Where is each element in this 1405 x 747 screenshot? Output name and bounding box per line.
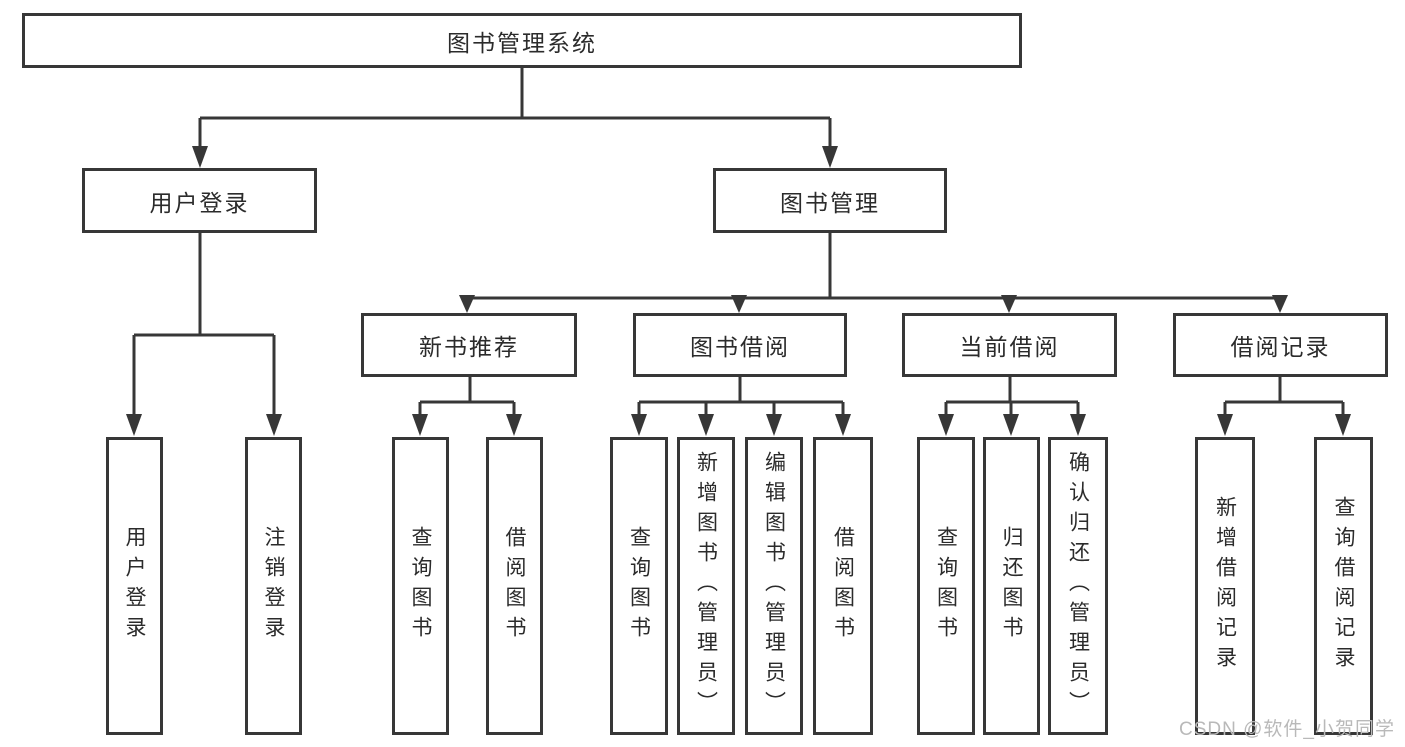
- arrowhead: [631, 414, 647, 436]
- leaf-confirm-return-admin: 确认归还（管理员）: [1048, 437, 1108, 735]
- arrowhead: [1335, 414, 1351, 436]
- arrowhead: [731, 295, 747, 313]
- arrowhead: [1001, 295, 1017, 313]
- connector-book-mgmt-children: [467, 233, 1280, 300]
- arrowhead: [766, 414, 782, 436]
- arrowhead: [822, 146, 838, 168]
- connector-borrow-records-children: [1223, 377, 1345, 416]
- arrowhead: [698, 414, 714, 436]
- connector-new-book-children: [418, 377, 516, 416]
- leaf-edit-books-admin: 编辑图书（管理员）: [745, 437, 803, 735]
- leaf-borrow-books: 借阅图书: [813, 437, 873, 735]
- leaf-query-books: 查询图书: [917, 437, 975, 735]
- node-current-borrow: 当前借阅: [902, 313, 1117, 377]
- arrowhead: [266, 414, 282, 436]
- leaf-query-borrow-record: 查询借阅记录: [1314, 437, 1373, 735]
- arrowhead: [1003, 414, 1019, 436]
- leaf-logout-login: 注销登录: [245, 437, 302, 735]
- leaf-return-books: 归还图书: [983, 437, 1040, 735]
- node-new-book-recommend: 新书推荐: [361, 313, 577, 377]
- leaf-query-books: 查询图书: [392, 437, 449, 735]
- arrowhead: [506, 414, 522, 436]
- connector-user-login-children: [132, 233, 276, 416]
- connector-root-to-level2: [198, 68, 832, 150]
- leaf-borrow-books: 借阅图书: [486, 437, 543, 735]
- arrowhead: [1217, 414, 1233, 436]
- arrowhead: [126, 414, 142, 436]
- arrowhead: [192, 146, 208, 168]
- arrowhead: [412, 414, 428, 436]
- leaf-add-borrow-record: 新增借阅记录: [1195, 437, 1255, 735]
- leaf-add-books-admin: 新增图书（管理员）: [677, 437, 735, 735]
- arrowhead: [459, 295, 475, 313]
- node-borrow-records: 借阅记录: [1173, 313, 1388, 377]
- node-user-login: 用户登录: [82, 168, 317, 233]
- arrowhead: [938, 414, 954, 436]
- arrowhead: [1070, 414, 1086, 436]
- csdn-watermark: CSDN @软件_小贺同学: [1179, 719, 1395, 740]
- connector-book-borrow-children: [637, 377, 845, 416]
- leaf-user-login: 用户登录: [106, 437, 163, 735]
- node-book-management: 图书管理: [713, 168, 947, 233]
- node-library-management-system: 图书管理系统: [22, 13, 1022, 68]
- arrowhead: [1272, 295, 1288, 313]
- leaf-query-books: 查询图书: [610, 437, 668, 735]
- arrowhead: [835, 414, 851, 436]
- connector-current-borrow-children: [944, 377, 1080, 416]
- node-book-borrow: 图书借阅: [633, 313, 847, 377]
